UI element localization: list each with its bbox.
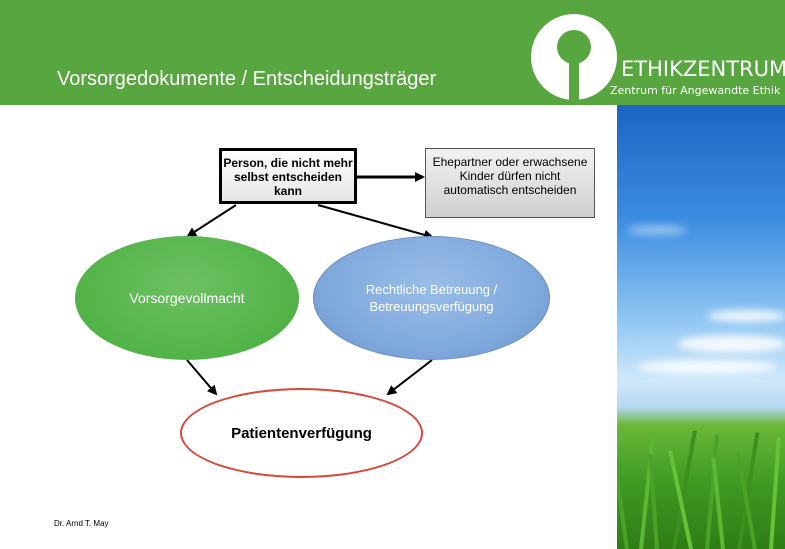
arrow-left-to-bottom (186, 359, 218, 396)
patientenverfuegung-node: Patientenverfügung (180, 388, 423, 478)
logo-inner-circle (557, 30, 591, 64)
vorsorgevollmacht-label: Vorsorgevollmacht (129, 290, 245, 306)
betreuung-label: Rechtliche Betreuung / Betreuungsverfügu… (365, 282, 498, 314)
brand-tagline: Zentrum für Angewandte Ethik (610, 84, 781, 97)
header-bar: Vorsorgedokumente / Entscheidungsträger (0, 0, 785, 105)
vorsorgevollmacht-node: Vorsorgevollmacht (75, 236, 299, 360)
logo-stem (569, 60, 579, 105)
person-box: Person, die nicht mehr selbst entscheide… (219, 148, 357, 204)
arrow-person-to-right (317, 204, 434, 240)
spouse-box: Ehepartner oder erwachsene Kinder dürfen… (425, 148, 595, 218)
brand-name: ETHIKZENTRUM.de (621, 57, 785, 81)
sky-grass-image (617, 105, 785, 549)
author-footer: Dr. Arnd T. May (54, 519, 109, 528)
arrow-right-to-bottom (386, 359, 433, 396)
patientenverfuegung-label: Patientenverfügung (231, 424, 372, 442)
arrow-person-to-left (186, 204, 237, 238)
slide-title: Vorsorgedokumente / Entscheidungsträger (57, 68, 437, 90)
betreuung-node: Rechtliche Betreuung / Betreuungsverfügu… (313, 236, 550, 360)
